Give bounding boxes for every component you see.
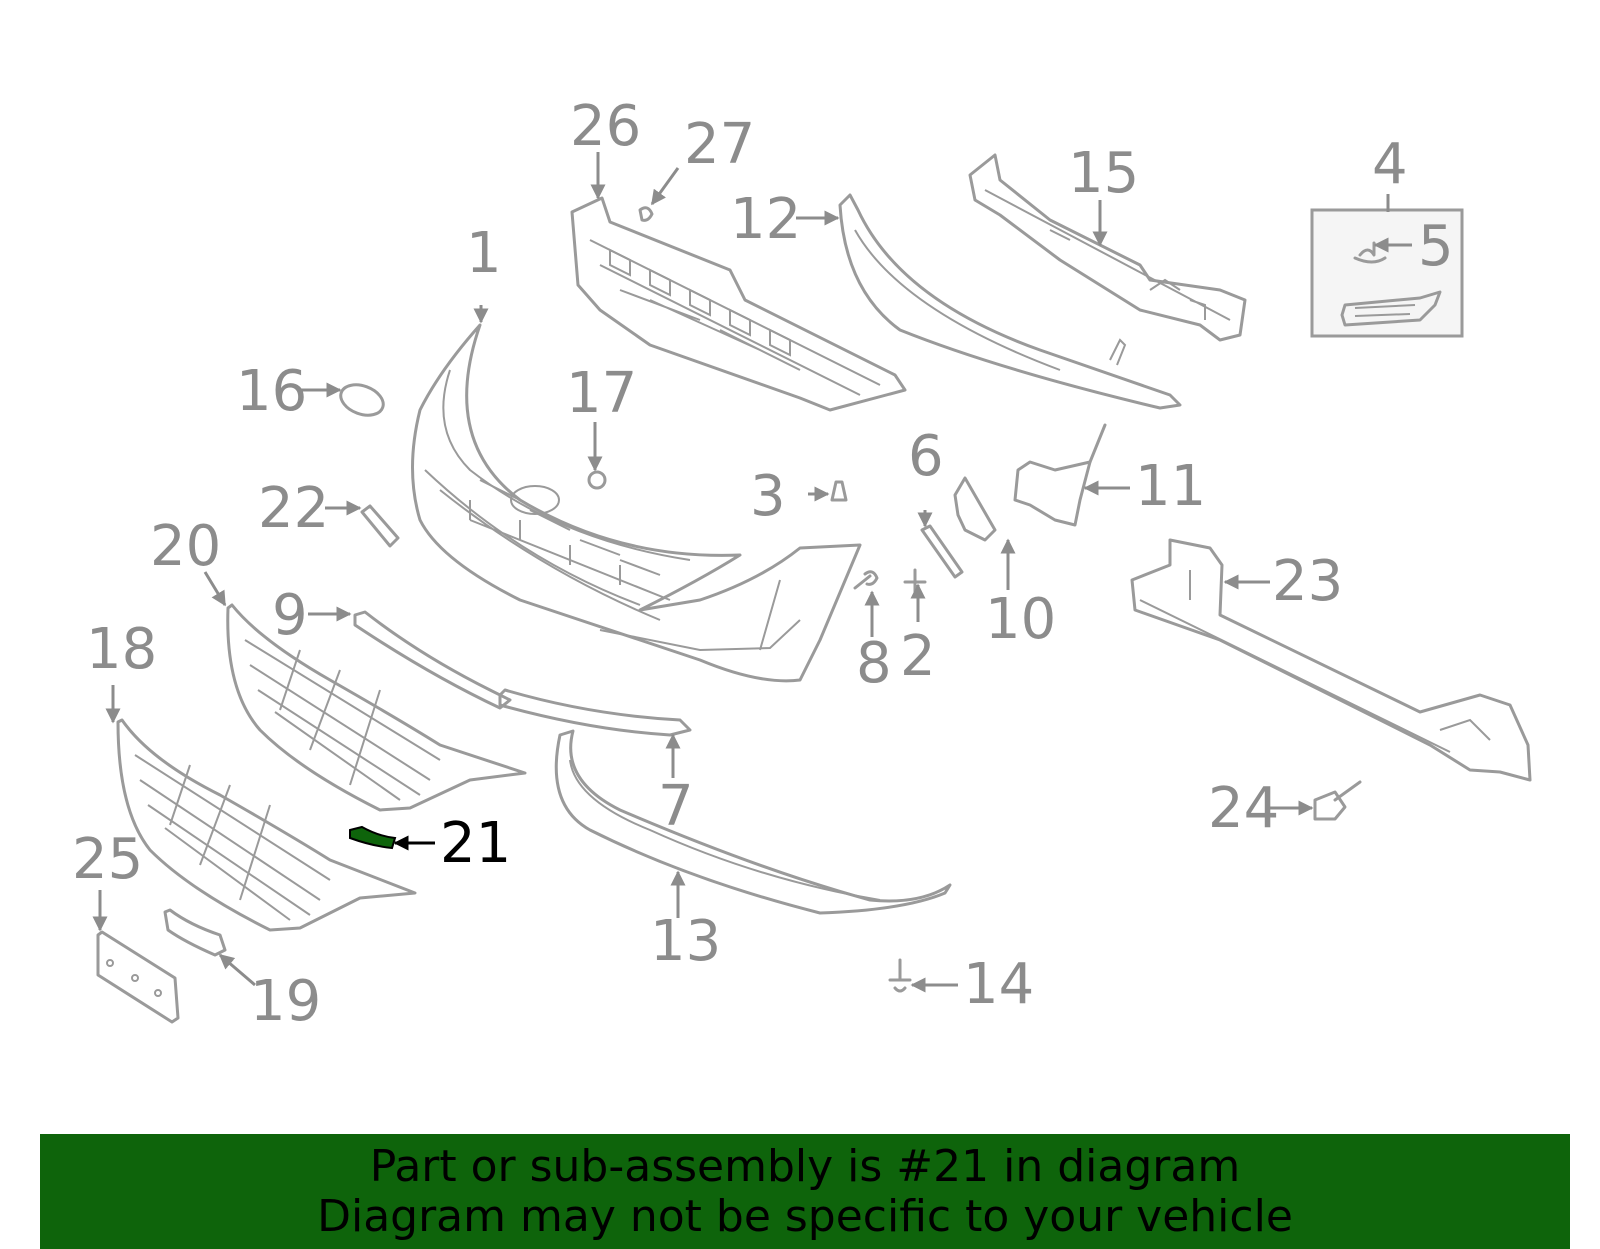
part-10-shape [953, 476, 997, 542]
banner-line-disclaimer: Diagram may not be specific to your vehi… [317, 1191, 1293, 1242]
parts-diagram: 1 2 3 4 5 6 7 8 9 10 11 12 13 14 15 16 1… [72, 94, 1532, 1034]
part-23-shape [1130, 538, 1532, 782]
callout-7: 7 [658, 774, 694, 839]
callout-21: 21 [440, 811, 511, 876]
callout-8: 8 [856, 631, 892, 696]
part-3-shape [830, 480, 848, 502]
callout-16: 16 [236, 359, 307, 424]
part-13-shape [554, 729, 952, 915]
callout-20: 20 [150, 514, 221, 579]
callout-19: 19 [250, 969, 321, 1034]
part-17-shape [587, 470, 607, 490]
callout-6: 6 [908, 424, 944, 489]
part-16-shape [339, 383, 385, 417]
callout-13: 13 [650, 909, 721, 974]
callout-26: 26 [570, 94, 641, 159]
callout-15: 15 [1068, 141, 1139, 206]
banner-line-part: Part or sub-assembly is #21 in diagram [369, 1141, 1241, 1192]
part-24-shape [1313, 780, 1362, 821]
callout-23: 23 [1272, 549, 1343, 614]
callout-labels: 1 2 3 4 5 6 7 8 9 10 11 12 13 14 15 16 1… [72, 94, 1454, 1034]
part-25-shape [96, 930, 180, 1024]
callout-1: 1 [466, 221, 502, 286]
part-11-shape [1013, 423, 1107, 527]
part-21-shape [349, 825, 397, 850]
part-19-shape [163, 908, 227, 957]
part-1-shape [411, 323, 862, 683]
part-info-banner: Part or sub-assembly is #21 in diagram D… [40, 1134, 1570, 1249]
callout-12: 12 [730, 187, 801, 252]
callout-3: 3 [750, 464, 786, 529]
callout-2: 2 [900, 624, 936, 689]
part-12-shape [838, 193, 1182, 410]
part-15-shape [968, 153, 1247, 342]
callout-14: 14 [963, 952, 1034, 1017]
callout-18: 18 [86, 617, 157, 682]
part-9-shape [353, 610, 512, 710]
callout-22: 22 [258, 476, 329, 541]
part-8-shape [853, 570, 879, 590]
callout-11: 11 [1135, 454, 1206, 519]
callout-17: 17 [566, 361, 637, 426]
part-2-shape [903, 568, 927, 594]
part-14-shape [888, 958, 912, 993]
callout-5: 5 [1418, 214, 1454, 279]
part-26-shape [570, 196, 907, 412]
part-18-shape [116, 718, 417, 932]
part-27-shape [638, 206, 654, 222]
callout-10: 10 [985, 587, 1056, 652]
callout-25: 25 [72, 827, 143, 892]
callout-4: 4 [1372, 132, 1408, 197]
part-7-shape [498, 688, 692, 737]
callout-24: 24 [1208, 776, 1279, 841]
callout-27: 27 [684, 112, 755, 177]
callout-9: 9 [272, 583, 308, 648]
part-20-shape [226, 603, 527, 812]
part-6-shape [920, 524, 964, 579]
part-22-shape [360, 504, 400, 548]
leader-lines [92, 152, 1412, 993]
